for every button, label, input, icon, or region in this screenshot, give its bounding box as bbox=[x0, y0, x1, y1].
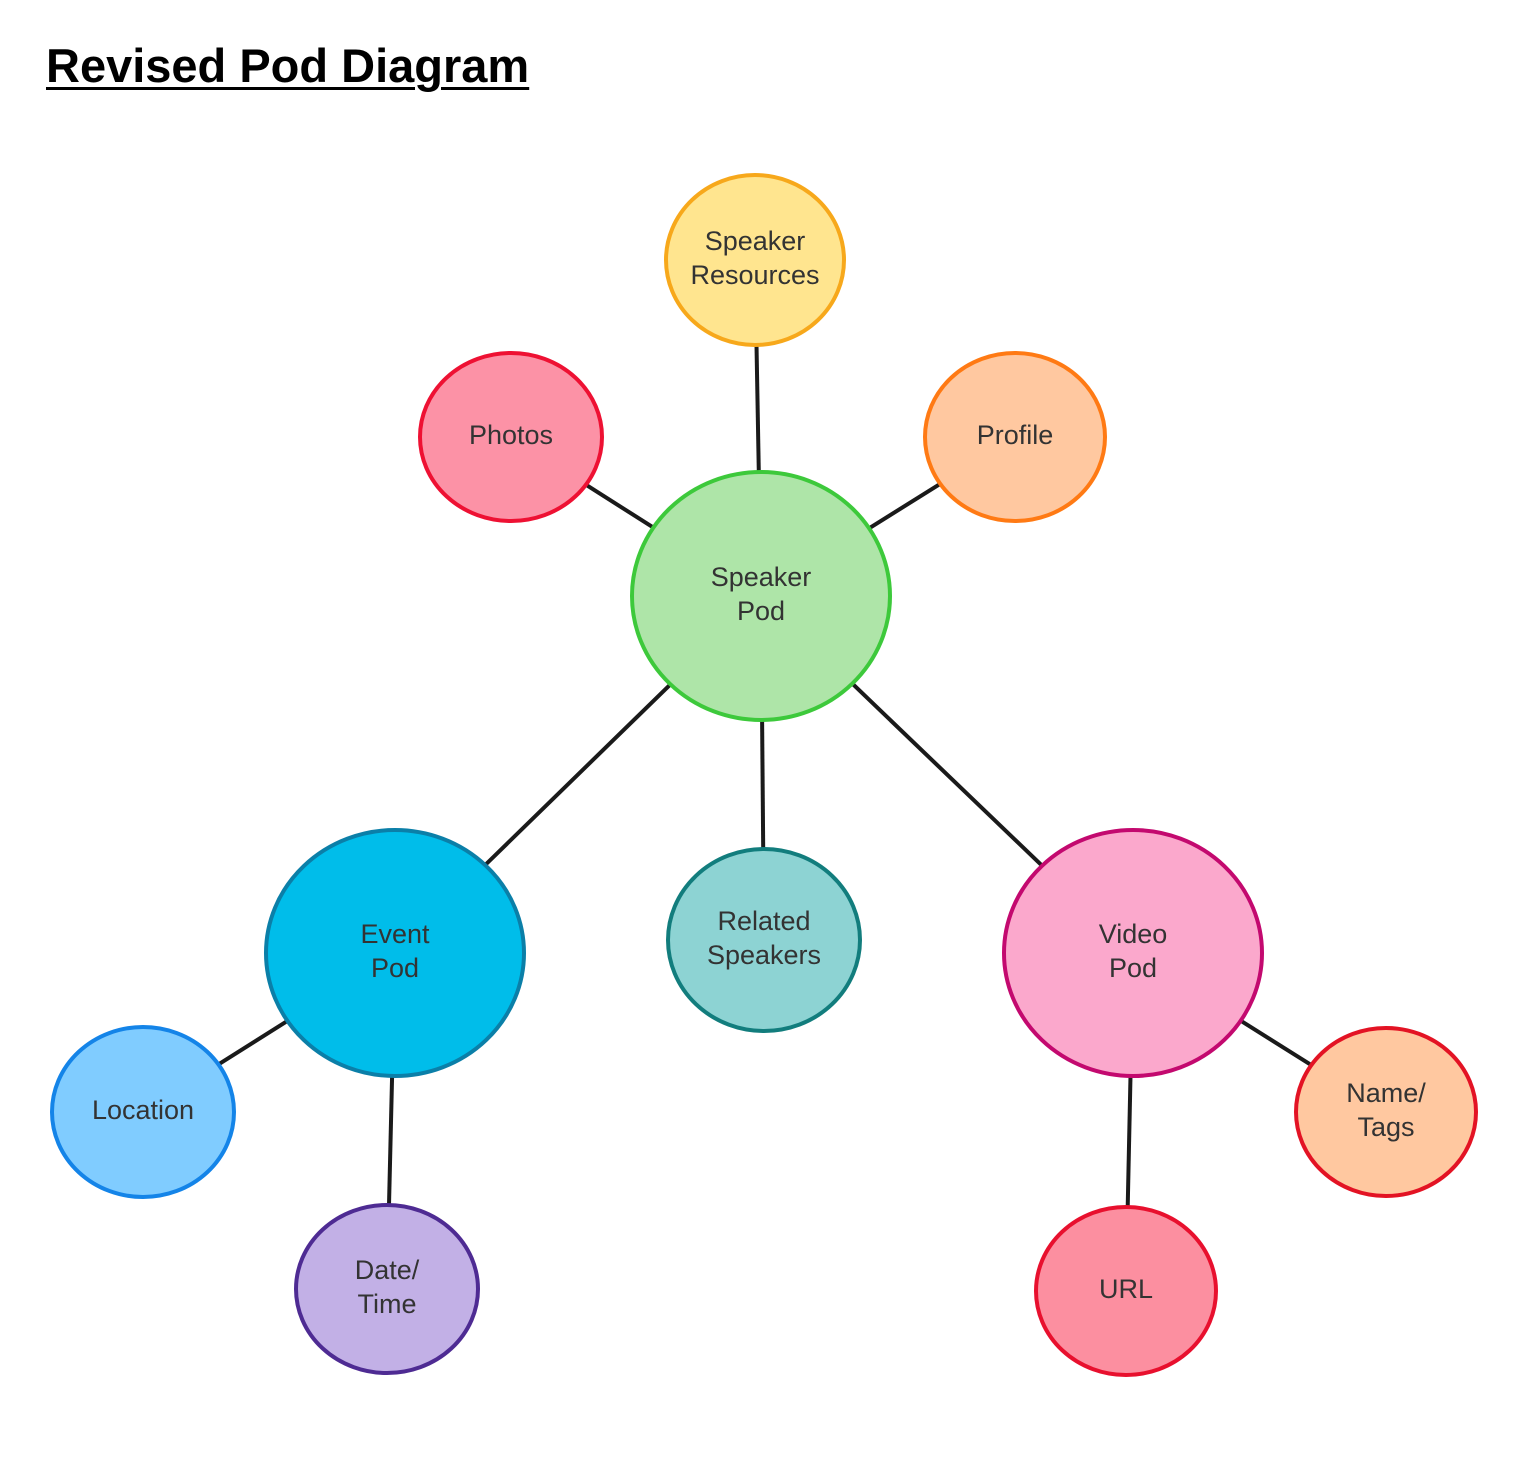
node-circle-event-pod bbox=[264, 828, 526, 1078]
node-label-url: URL bbox=[1099, 1274, 1153, 1304]
node-photos: Photos bbox=[418, 351, 604, 523]
node-circle-url bbox=[1034, 1205, 1218, 1377]
node-label-event-pod: Event bbox=[360, 919, 430, 949]
node-circle-date-time bbox=[294, 1203, 480, 1375]
node-label-video-pod: Video bbox=[1099, 919, 1168, 949]
node-label-video-pod: Pod bbox=[1109, 953, 1157, 983]
node-name-tags: Name/Tags bbox=[1294, 1026, 1478, 1198]
edge-video-pod-to-url bbox=[1125, 1075, 1133, 1208]
node-circle-speaker-pod bbox=[630, 470, 892, 722]
node-circle-speaker-resources bbox=[664, 173, 846, 347]
node-label-speaker-resources: Resources bbox=[690, 260, 819, 290]
node-label-event-pod: Pod bbox=[371, 953, 419, 983]
node-label-profile: Profile bbox=[977, 420, 1054, 450]
edge-event-pod-to-date-time bbox=[387, 1075, 395, 1206]
node-label-related-speakers: Speakers bbox=[707, 940, 821, 970]
node-location: Location bbox=[50, 1025, 236, 1199]
diagram-title: Revised Pod Diagram bbox=[46, 39, 530, 92]
node-label-speaker-pod: Pod bbox=[737, 596, 785, 626]
node-url: URL bbox=[1034, 1205, 1218, 1377]
node-circle-photos bbox=[418, 351, 604, 523]
edge-speaker-pod-to-event-pod bbox=[483, 682, 672, 867]
node-label-photos: Photos bbox=[469, 420, 553, 450]
node-label-location: Location bbox=[92, 1095, 194, 1125]
edge-speaker-pod-to-photos bbox=[584, 483, 655, 530]
node-date-time: Date/Time bbox=[294, 1203, 480, 1375]
connector-lines bbox=[217, 344, 1313, 1208]
node-circle-profile bbox=[923, 351, 1107, 523]
node-label-speaker-pod: Speaker bbox=[711, 562, 812, 592]
node-label-date-time: Time bbox=[358, 1289, 417, 1319]
node-label-name-tags: Name/ bbox=[1346, 1078, 1426, 1108]
edge-speaker-pod-to-video-pod bbox=[850, 682, 1044, 868]
edge-speaker-pod-to-related-speakers bbox=[760, 719, 766, 850]
node-circle-related-speakers bbox=[666, 847, 862, 1033]
node-circle-location bbox=[50, 1025, 236, 1199]
edge-speaker-pod-to-speaker-resources bbox=[754, 344, 761, 473]
node-label-name-tags: Tags bbox=[1357, 1112, 1414, 1142]
edge-speaker-pod-to-profile bbox=[868, 482, 942, 530]
edge-event-pod-to-location bbox=[217, 1019, 289, 1067]
node-label-date-time: Date/ bbox=[355, 1255, 420, 1285]
node-label-speaker-resources: Speaker bbox=[705, 226, 806, 256]
node-circle-video-pod bbox=[1002, 828, 1264, 1078]
node-label-related-speakers: Related bbox=[717, 906, 810, 936]
node-circle-name-tags bbox=[1294, 1026, 1478, 1198]
edge-video-pod-to-name-tags bbox=[1239, 1019, 1313, 1067]
node-profile: Profile bbox=[923, 351, 1107, 523]
